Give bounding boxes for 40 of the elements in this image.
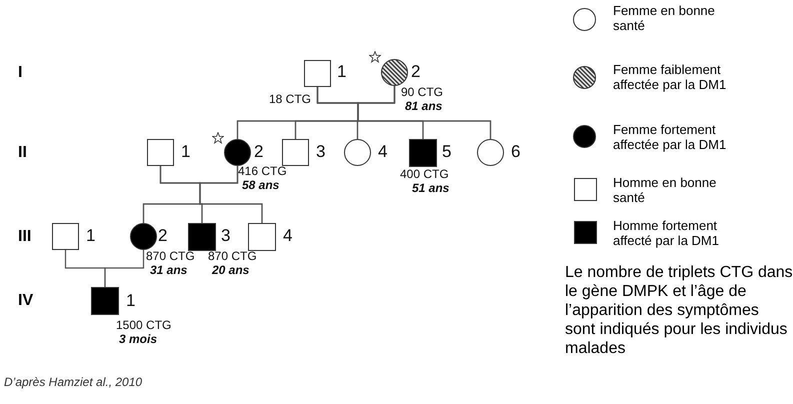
- legend-text: Femme en bonne santé: [613, 3, 716, 33]
- legend-text: Femme faiblement affectée par la DM1: [613, 62, 728, 92]
- ctg-count: 400 CTG: [400, 168, 449, 182]
- ctg-count: 416 CTG: [238, 165, 287, 178]
- generation-label: II: [18, 144, 27, 162]
- ctg-count: 18 CTG: [269, 93, 312, 106]
- generation-label: IV: [18, 292, 34, 310]
- legend-text: Homme fortement affecté par la DM1: [613, 218, 720, 248]
- ctg-count: 870 CTG: [208, 250, 257, 264]
- ctg-count: 90 CTG: [401, 86, 444, 100]
- generation-label: III: [18, 228, 32, 246]
- ctg-count: 870 CTG: [146, 250, 195, 264]
- pedigree-line: [357, 86, 492, 139]
- pedigree-line: [104, 250, 144, 287]
- individual-number: 2: [158, 227, 168, 246]
- individual-number: 5: [442, 143, 452, 162]
- ctg-count: 1500 CTG: [116, 319, 172, 332]
- individual-number: 4: [283, 227, 292, 246]
- individual-number: 2: [411, 63, 420, 82]
- legend-text: Homme en bonne santé: [613, 175, 718, 205]
- onset-age: 58 ans: [242, 179, 280, 192]
- individual-number: 3: [316, 143, 326, 162]
- individual-number: 1: [126, 292, 136, 311]
- note-text: Le nombre de triplets CTG dans le gène DMPK et l’âge de l’apparition des symptômes sont indiqués pour les individus malades: [565, 263, 793, 358]
- individual-number: 1: [86, 227, 96, 246]
- individual-number: 2: [254, 143, 264, 162]
- onset-age: 81 ans: [405, 100, 442, 114]
- individual-number: 6: [511, 143, 520, 162]
- source-citation: D’après Hamziet al., 2010: [4, 375, 142, 389]
- onset-age: 51 ans: [412, 182, 450, 196]
- individual-number: 1: [181, 143, 190, 162]
- individual-number: 3: [221, 227, 230, 246]
- legend-text: Femme fortement affectée par la DM1: [613, 122, 728, 152]
- onset-age: 20 ans: [212, 264, 250, 278]
- onset-age: 3 mois: [119, 333, 158, 346]
- generation-label: I: [18, 64, 22, 82]
- pedigree-line: [199, 166, 263, 223]
- onset-age: 31 ans: [150, 264, 188, 278]
- individual-number: 1: [337, 63, 346, 82]
- individual-number: 4: [378, 143, 388, 162]
